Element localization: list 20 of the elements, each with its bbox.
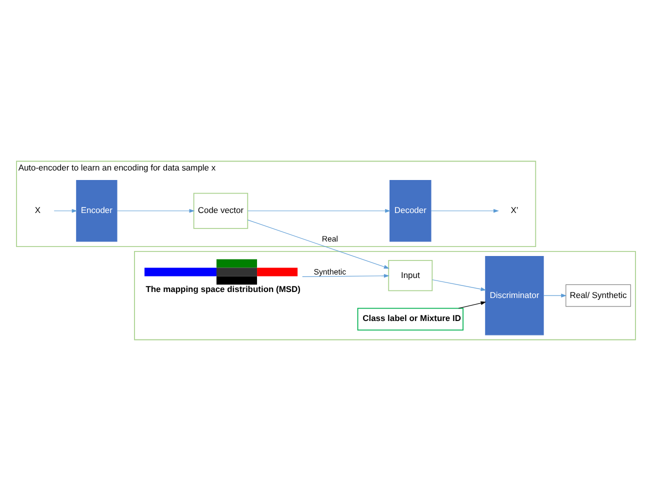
node-text: X’ <box>510 205 518 216</box>
arrow <box>458 301 486 309</box>
node-box: Real/ Synthetic <box>566 284 631 307</box>
node-box: Input <box>388 260 433 292</box>
node-text: X <box>34 205 41 216</box>
node-box: Encoder <box>76 180 118 242</box>
node-label: The mapping space distribution (MSD) <box>146 284 300 294</box>
cluster <box>134 250 636 340</box>
node-box: Discriminator <box>485 256 544 336</box>
arrow <box>247 220 390 269</box>
arrow <box>543 294 567 298</box>
arrow <box>430 208 499 213</box>
arrow <box>432 279 486 292</box>
node-box: Decoder <box>390 180 432 242</box>
arrow <box>54 208 78 213</box>
arrow <box>247 208 391 213</box>
arrow <box>116 208 195 213</box>
node-box: Class label or Mixture ID <box>357 308 464 331</box>
arrow <box>302 274 390 278</box>
node-box: Code vector <box>193 192 248 229</box>
